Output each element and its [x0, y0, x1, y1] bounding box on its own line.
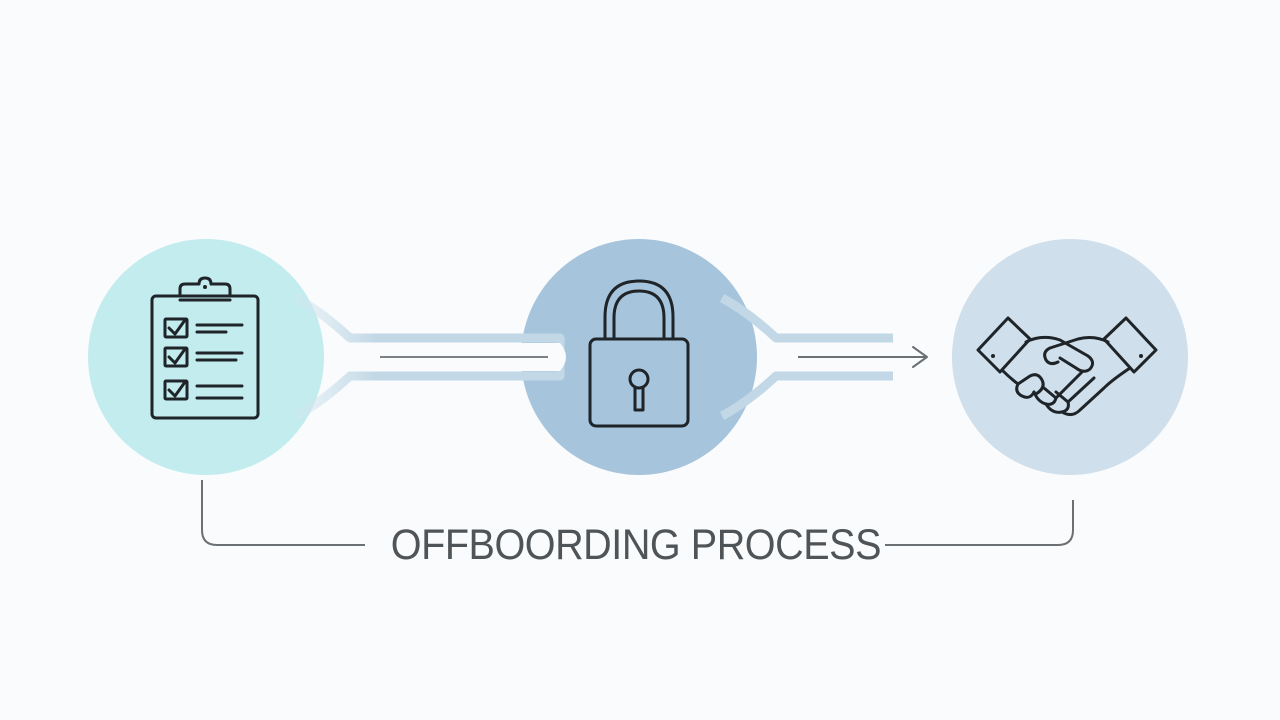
padlock-icon — [588, 279, 690, 428]
process-title: OFFBOORDING PROCESS — [390, 521, 882, 569]
bracket-line-left — [201, 480, 365, 546]
connector-1 — [293, 294, 566, 420]
checklist-icon — [150, 276, 260, 420]
step-circle-padlock — [521, 239, 757, 475]
step-circle-handshake — [952, 239, 1188, 475]
arrow-head-icon — [912, 346, 928, 368]
bracket-line-right — [885, 500, 1074, 546]
handshake-icon — [976, 316, 1158, 417]
connector-2 — [719, 294, 928, 420]
step-circle-checklist — [88, 239, 324, 475]
